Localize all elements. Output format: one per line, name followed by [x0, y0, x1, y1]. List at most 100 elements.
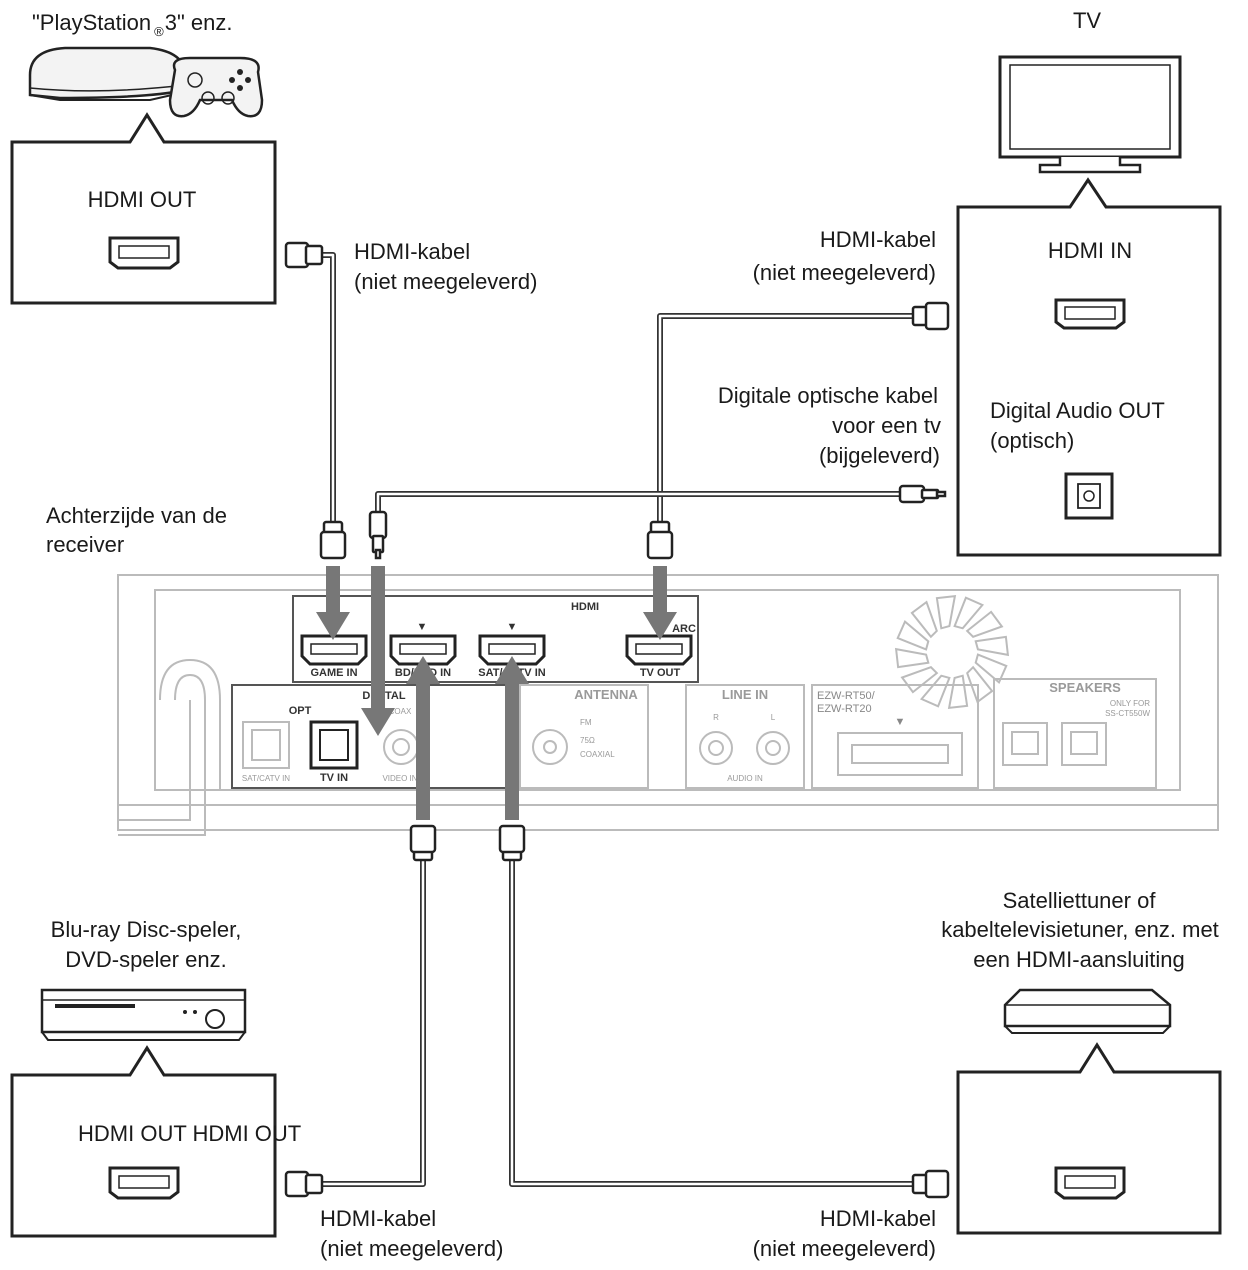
only-for-label-2: SS-CT550W: [1105, 709, 1150, 718]
bluray-cable-note: (niet meegeleverd): [320, 1236, 503, 1261]
opt-label: OPT: [289, 705, 312, 717]
hdmi-plug-tv-out: [646, 520, 674, 560]
optical-cable-label-3: (bijgeleverd): [819, 443, 940, 468]
optical-cable-label-2: voor een tv: [832, 413, 941, 438]
game-in-label: GAME IN: [310, 667, 357, 679]
bluray-title-2: DVD-speler enz.: [65, 947, 226, 972]
only-for-label-1: ONLY FOR: [1110, 699, 1150, 708]
ps3-hdmi-out-label: HDMI OUT: [88, 187, 197, 212]
arrow-opt-tv-in: [361, 566, 395, 736]
fan-blade: [935, 594, 957, 630]
tv-title: TV: [1073, 8, 1101, 33]
optical-plug-tv: [898, 484, 947, 504]
svg-text:"PlayStation®3" enz.: "PlayStation®3" enz.: [32, 10, 232, 39]
fan-vent: [894, 594, 1010, 710]
sat-cable-note: (niet meegeleverd): [753, 1236, 936, 1261]
arrow-bd-in: [406, 656, 440, 820]
tv-icon: [998, 55, 1182, 174]
optical-port-tv-in: TV IN: [309, 720, 359, 784]
fan-blade: [965, 610, 1004, 638]
hdmi-plug-bluray: [284, 1170, 324, 1198]
sat-title-2: kabeltelevisietuner, enz. met: [941, 917, 1219, 942]
ps3-cable-label: HDMI-kabel: [354, 239, 470, 264]
svg-text:▼: ▼: [417, 621, 428, 633]
tv-digital-audio-label: Digital Audio OUT: [990, 398, 1165, 423]
svg-text:▼: ▼: [507, 621, 518, 633]
ps3-title-suffix: 3" enz.: [165, 10, 233, 35]
optical-port-tv: [1064, 472, 1114, 520]
cables: [284, 241, 950, 1199]
fm-label: FM: [580, 718, 592, 727]
hdmi-panel-label: HDMI: [571, 601, 599, 613]
ps3-cable-note: (niet meegeleverd): [354, 269, 537, 294]
optical-cable-label-1: Digitale optische kabel: [718, 383, 938, 408]
ohm-label: 75Ω: [580, 736, 595, 745]
tv-digital-audio-optical: (optisch): [990, 428, 1074, 453]
tv-in-label: TV IN: [320, 772, 348, 784]
fan-blade: [974, 653, 1008, 685]
sat-title-3: een HDMI-aansluiting: [973, 947, 1185, 972]
hdmi-port-sat: [1054, 1166, 1126, 1200]
hdmi-port-tv: [1054, 298, 1126, 330]
ps3-box: HDMI OUT: [10, 112, 277, 305]
receiver-label-2: receiver: [46, 532, 124, 557]
hdmi-port-tv-out: TV OUT: [625, 634, 693, 679]
hdmi-port-bluray: [108, 1166, 180, 1200]
fan-blade: [947, 674, 969, 710]
coax-label: COAX: [389, 707, 412, 716]
l-label: L: [771, 713, 776, 722]
bluray-player-icon: [40, 988, 247, 1041]
receiver-rear-panel: HDMI ARC ▼ ▼ GAME IN BD/DVD IN SAT/CATV …: [117, 574, 1219, 836]
hdmi-plug-ps3: [284, 241, 324, 269]
antenna-label: ANTENNA: [574, 687, 638, 702]
fan-blade: [953, 596, 985, 630]
bluray-box: HDMI OUT HDMI OUT: [10, 1045, 301, 1238]
ps3-title-text: "PlayStation: [32, 10, 151, 35]
hdmi-port-ps3: [108, 236, 180, 270]
hdmi-port-game-in: GAME IN: [300, 634, 368, 679]
ezw-label-2: EZW-RT20: [817, 703, 872, 715]
line-in-label: LINE IN: [722, 687, 768, 702]
fan-blade: [974, 635, 1010, 657]
speakers-label: SPEAKERS: [1049, 680, 1121, 695]
ps3-title: "PlayStation®3" enz.: [32, 10, 232, 39]
hdmi-plug-game-in: [319, 520, 347, 560]
receiver-label-1: Achterzijde van de: [46, 503, 227, 528]
sat-tuner-icon: [1003, 988, 1172, 1034]
optical-plug-receiver: [368, 510, 388, 560]
arrow-tv-out: [643, 566, 677, 640]
r-label: R: [713, 713, 719, 722]
audio-in-label: AUDIO IN: [727, 774, 763, 783]
bluray-cable-label: HDMI-kabel: [320, 1206, 436, 1231]
svg-text:▼: ▼: [895, 716, 906, 728]
registered-mark: ®: [154, 24, 164, 39]
arc-label: ARC: [672, 623, 696, 635]
fan-blade: [919, 674, 951, 708]
tv-hdmi-in-label: HDMI IN: [1048, 238, 1132, 263]
tv-cable-label: HDMI-kabel: [820, 227, 936, 252]
tv-out-label: TV OUT: [640, 667, 681, 679]
sat-catv-in-opt-label: SAT/CATV IN: [242, 774, 290, 783]
ps3-console-icon: [28, 46, 264, 118]
video-in-label: VIDEO IN: [382, 774, 417, 783]
hdmi-plug-sat-in: [498, 824, 526, 862]
sat-box: [956, 1042, 1222, 1235]
fan-blade: [894, 647, 930, 669]
tv-cable-note: (niet meegeleverd): [753, 260, 936, 285]
bluray-hdmi-out-label: HDMI OUT HDMI OUT: [78, 1121, 301, 1146]
fan-blade: [966, 665, 994, 704]
coaxial-label: COAXIAL: [580, 750, 615, 759]
arrows: [316, 566, 677, 820]
bluray-title-1: Blu-ray Disc-speler,: [51, 917, 242, 942]
fan-blade: [896, 619, 930, 651]
hdmi-plug-bd-in: [409, 824, 437, 862]
hdmi-plug-sat: [911, 1169, 950, 1199]
tv-box: HDMI IN Digital Audio OUT (optisch): [956, 177, 1222, 557]
fan-blade: [910, 600, 938, 639]
ezw-label-1: EZW-RT50/: [817, 690, 876, 702]
hdmi-plug-tv: [911, 301, 950, 331]
fan-blade: [900, 666, 939, 694]
arrow-sat-in: [495, 656, 529, 820]
sat-cable-label: HDMI-kabel: [820, 1206, 936, 1231]
